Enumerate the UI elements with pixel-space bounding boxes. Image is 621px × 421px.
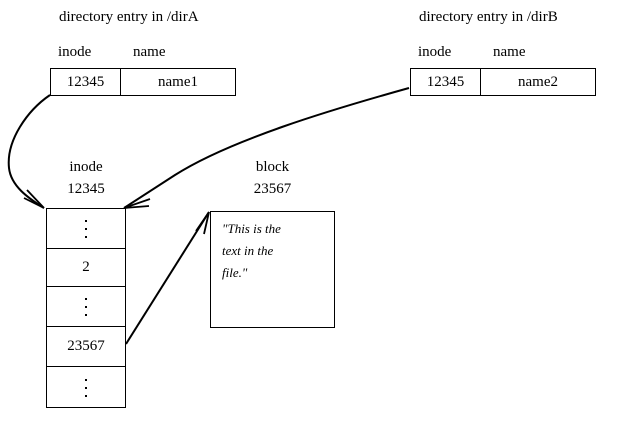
inode-row-4 bbox=[47, 367, 125, 407]
inode-row-0 bbox=[47, 209, 125, 249]
ellipsis-icon bbox=[85, 297, 87, 316]
inode-row-1-value: 2 bbox=[82, 259, 90, 275]
directory-entry-row-dir-b: 12345 name2 bbox=[410, 68, 596, 96]
column-header-name-dir-a: name bbox=[133, 44, 166, 60]
column-header-inode-dir-b: inode bbox=[418, 44, 452, 60]
block-caption-number: 23567 bbox=[253, 181, 292, 197]
ellipsis-icon bbox=[85, 378, 87, 397]
inode-caption-label: inode bbox=[69, 159, 103, 175]
dir-b-name-cell: name2 bbox=[518, 73, 558, 90]
inode-row-1: 2 bbox=[47, 249, 125, 287]
dir-a-inode-cell: 12345 bbox=[51, 69, 121, 95]
dir-a-name-cell: name1 bbox=[158, 73, 198, 90]
block-caption-label: block bbox=[255, 159, 290, 175]
directory-entry-row-dir-a: 12345 name1 bbox=[50, 68, 236, 96]
dir-b-inode-cell: 12345 bbox=[411, 69, 481, 95]
data-block-box bbox=[210, 211, 335, 328]
arrow-dir-a-to-inode bbox=[7, 94, 51, 209]
inode-caption-number: 12345 bbox=[67, 181, 105, 197]
inode-table: 2 23567 bbox=[46, 208, 126, 408]
ellipsis-icon bbox=[85, 219, 87, 238]
data-block-text-line-3: file." bbox=[222, 265, 248, 280]
data-block-text-line-2: text in the bbox=[222, 243, 274, 258]
inode-row-3: 23567 bbox=[47, 327, 125, 367]
column-header-inode-dir-a: inode bbox=[58, 44, 92, 60]
column-header-name-dir-b: name bbox=[493, 44, 526, 60]
title-dir-b: directory entry in /dirB bbox=[419, 9, 558, 25]
arrow-inode-to-block bbox=[125, 211, 210, 345]
inode-row-3-value: 23567 bbox=[67, 338, 105, 354]
title-dir-a: directory entry in /dirA bbox=[59, 9, 199, 25]
data-block-text-line-1: "This is the bbox=[222, 221, 281, 236]
inode-row-2 bbox=[47, 287, 125, 327]
